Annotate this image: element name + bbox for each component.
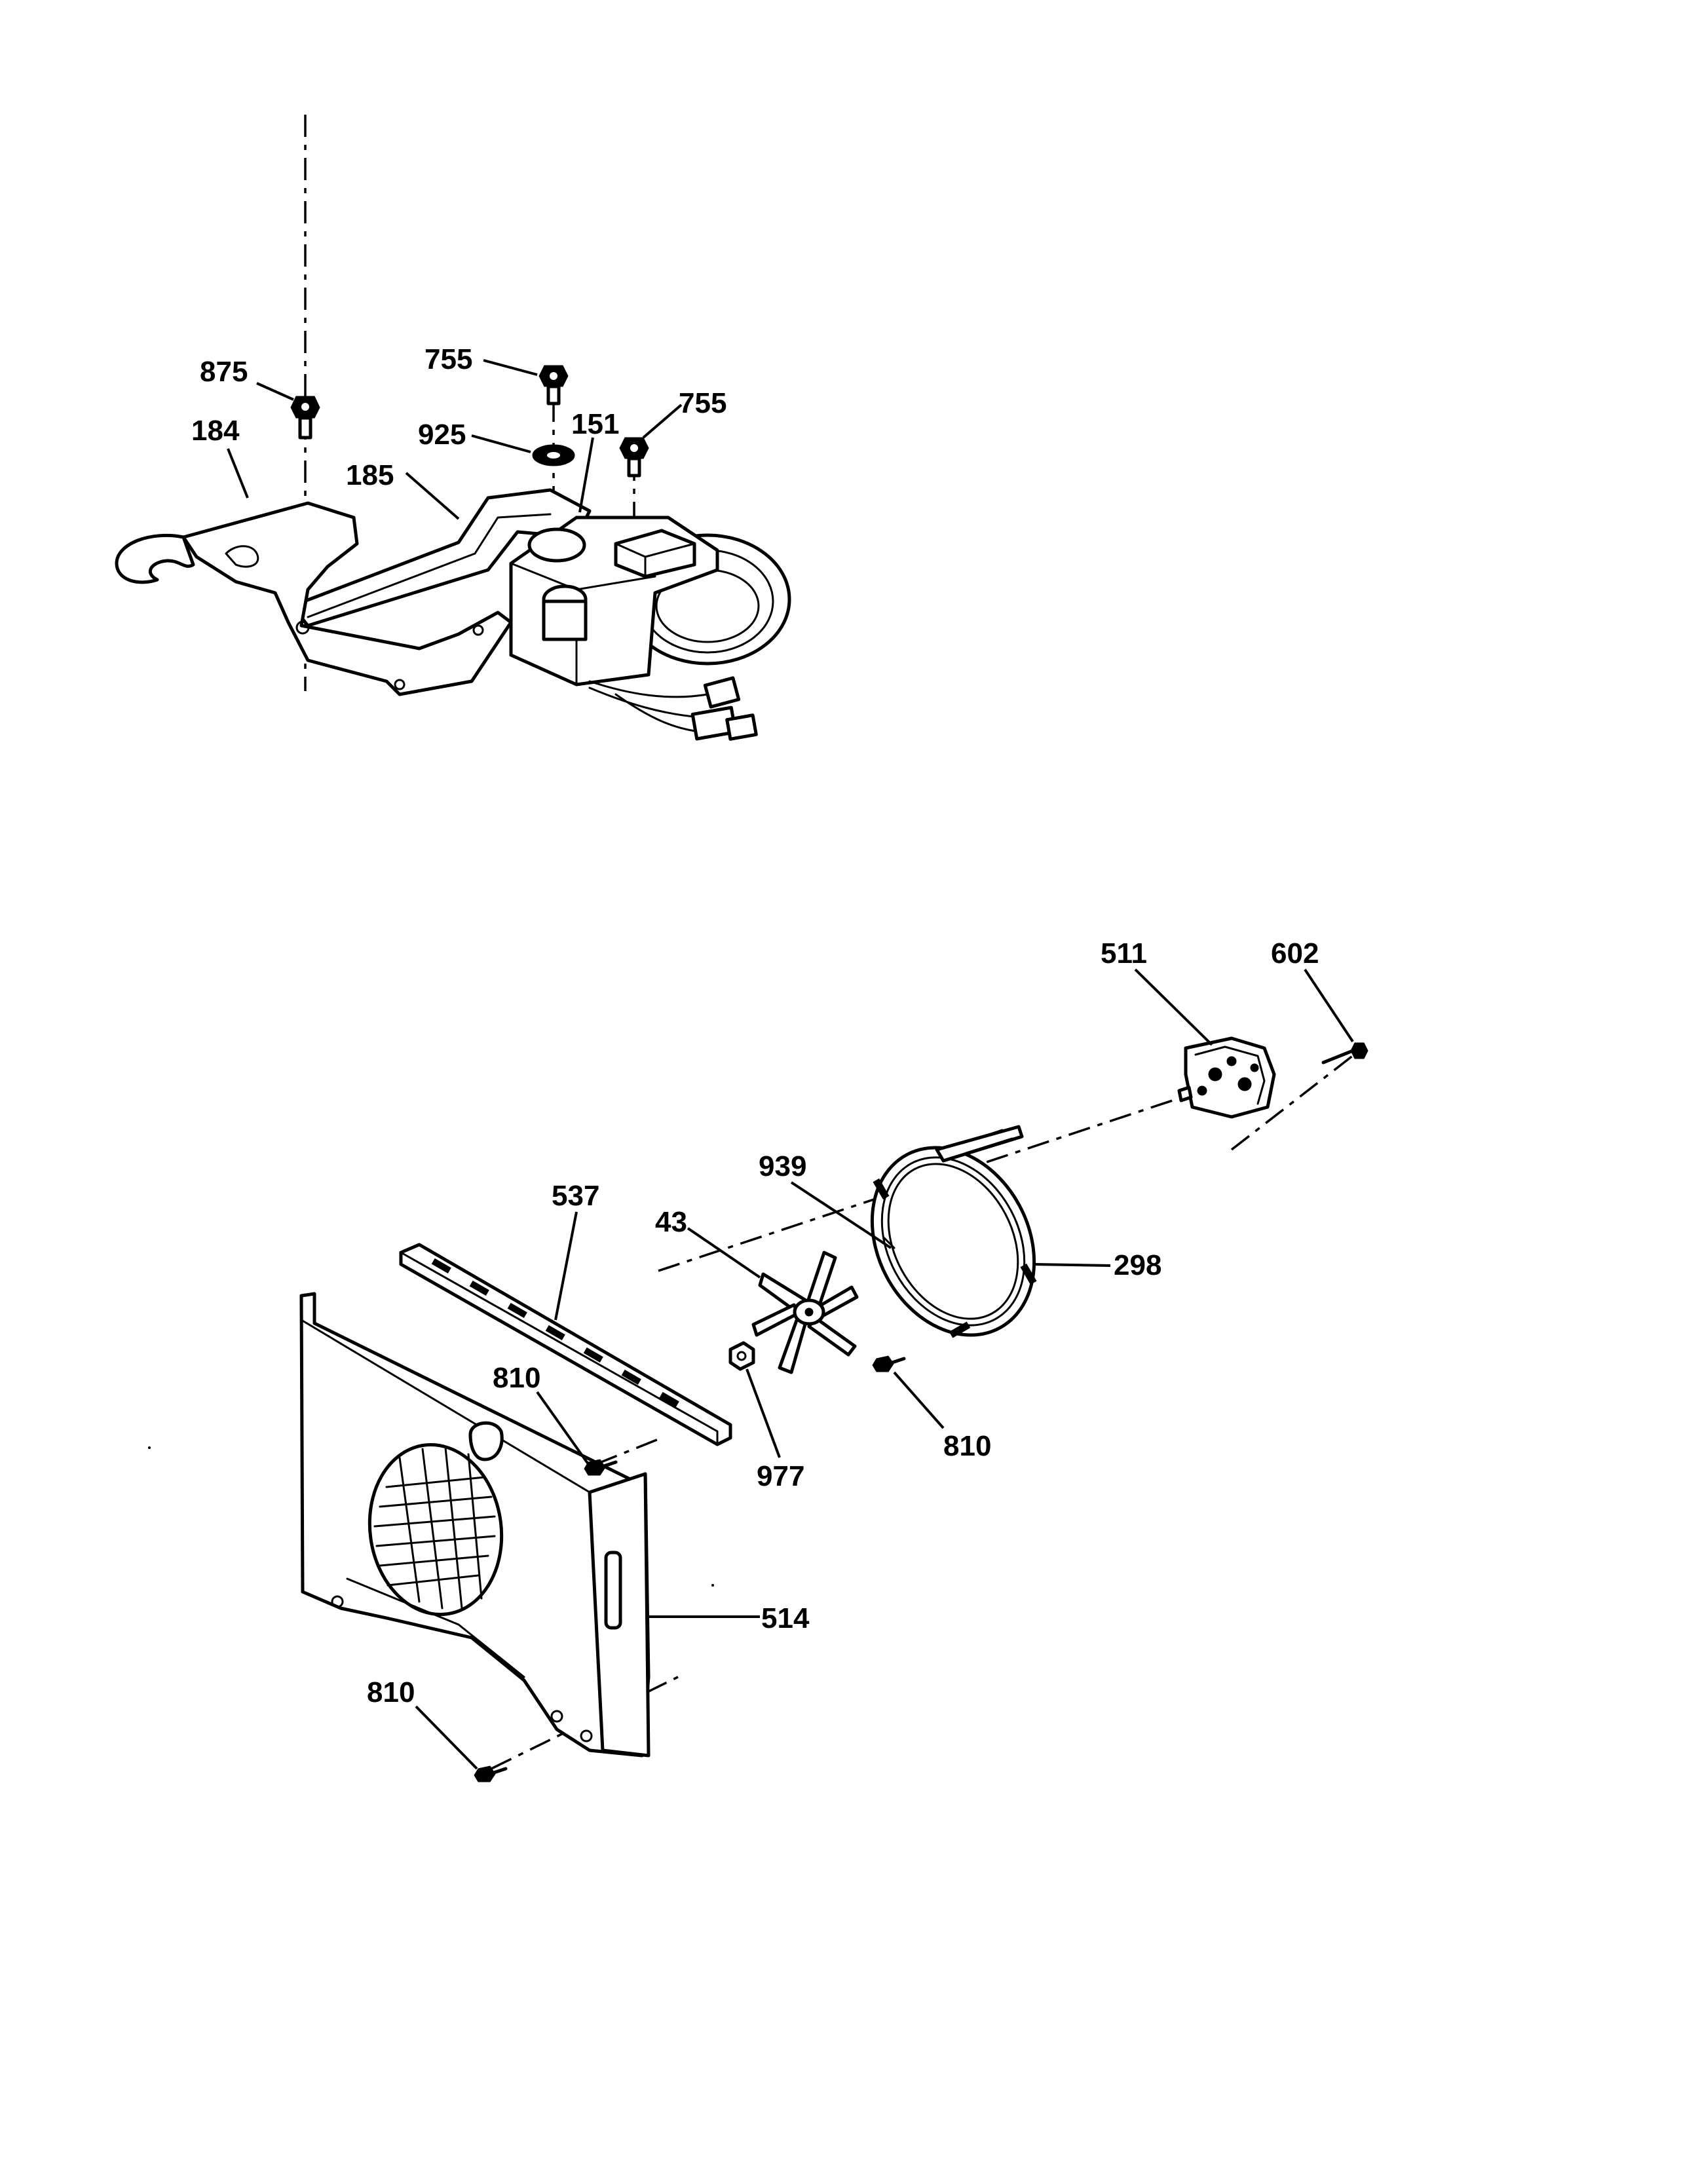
- screw-810-bottom: [474, 1765, 508, 1782]
- label-43: 43: [655, 1206, 687, 1238]
- support-strip-537: [399, 1243, 732, 1446]
- label-810-right: 810: [943, 1430, 991, 1462]
- label-755-right: 755: [679, 387, 726, 419]
- leader-875: [256, 382, 294, 401]
- fan-blade-43: [751, 1251, 859, 1374]
- leader-810c: [415, 1705, 478, 1770]
- centerline-810a: [595, 1437, 662, 1465]
- leader-755a: [483, 359, 538, 376]
- fan-motor-511: [1177, 1036, 1276, 1119]
- leader-925: [471, 434, 531, 453]
- motor-151: [509, 516, 719, 687]
- screw-602: [1321, 1042, 1368, 1064]
- label-602: 602: [1271, 937, 1319, 970]
- speck: [711, 1584, 714, 1587]
- label-514: 514: [761, 1602, 810, 1634]
- leader-185: [405, 472, 460, 520]
- fan-grille: [368, 1443, 504, 1616]
- leader-151: [578, 437, 594, 513]
- label-939: 939: [759, 1150, 806, 1182]
- leader-537: [554, 1211, 578, 1321]
- leader-810b: [893, 1371, 945, 1429]
- bracket-184: [181, 501, 513, 696]
- strip-slots: [431, 1258, 679, 1408]
- nut-977: [728, 1341, 755, 1371]
- leader-43: [687, 1227, 761, 1279]
- label-755-top: 755: [424, 343, 472, 375]
- label-875: 875: [200, 356, 248, 388]
- screw-875: [290, 396, 320, 440]
- leader-939: [790, 1181, 892, 1249]
- label-537: 537: [552, 1180, 599, 1212]
- label-511: 511: [1101, 937, 1147, 970]
- label-185: 185: [346, 459, 394, 491]
- leader-602: [1304, 968, 1354, 1043]
- hook-184: [115, 533, 195, 584]
- leader-810a: [536, 1391, 590, 1465]
- screw-810-panel: [584, 1459, 618, 1476]
- screw-755-top: [538, 365, 569, 405]
- leader-298: [1033, 1263, 1111, 1267]
- centerline-602: [1230, 1047, 1364, 1151]
- label-151: 151: [571, 408, 619, 440]
- upper-assembly: 875 184 755 925 151 755 185: [115, 115, 791, 741]
- screw-810-right: [872, 1355, 906, 1372]
- label-810-panel: 810: [493, 1362, 540, 1394]
- washer-925: [532, 444, 575, 466]
- screw-755-right: [619, 437, 649, 478]
- wire-harness: [588, 676, 758, 741]
- fan-baffle-514: [299, 1292, 651, 1758]
- heating-element-298: [870, 1125, 1037, 1338]
- leader-755b: [642, 404, 683, 439]
- speck: [148, 1446, 151, 1449]
- leader-184: [227, 448, 249, 499]
- label-184: 184: [191, 415, 240, 447]
- leader-511: [1134, 968, 1213, 1046]
- lower-assembly: 511 602 537 939 43 298 810 977 810 514 8…: [299, 937, 1368, 1782]
- leader-977: [745, 1368, 781, 1458]
- label-298: 298: [1114, 1249, 1161, 1281]
- label-810-bottom: 810: [367, 1676, 415, 1708]
- label-925: 925: [418, 419, 466, 451]
- label-977: 977: [757, 1460, 804, 1492]
